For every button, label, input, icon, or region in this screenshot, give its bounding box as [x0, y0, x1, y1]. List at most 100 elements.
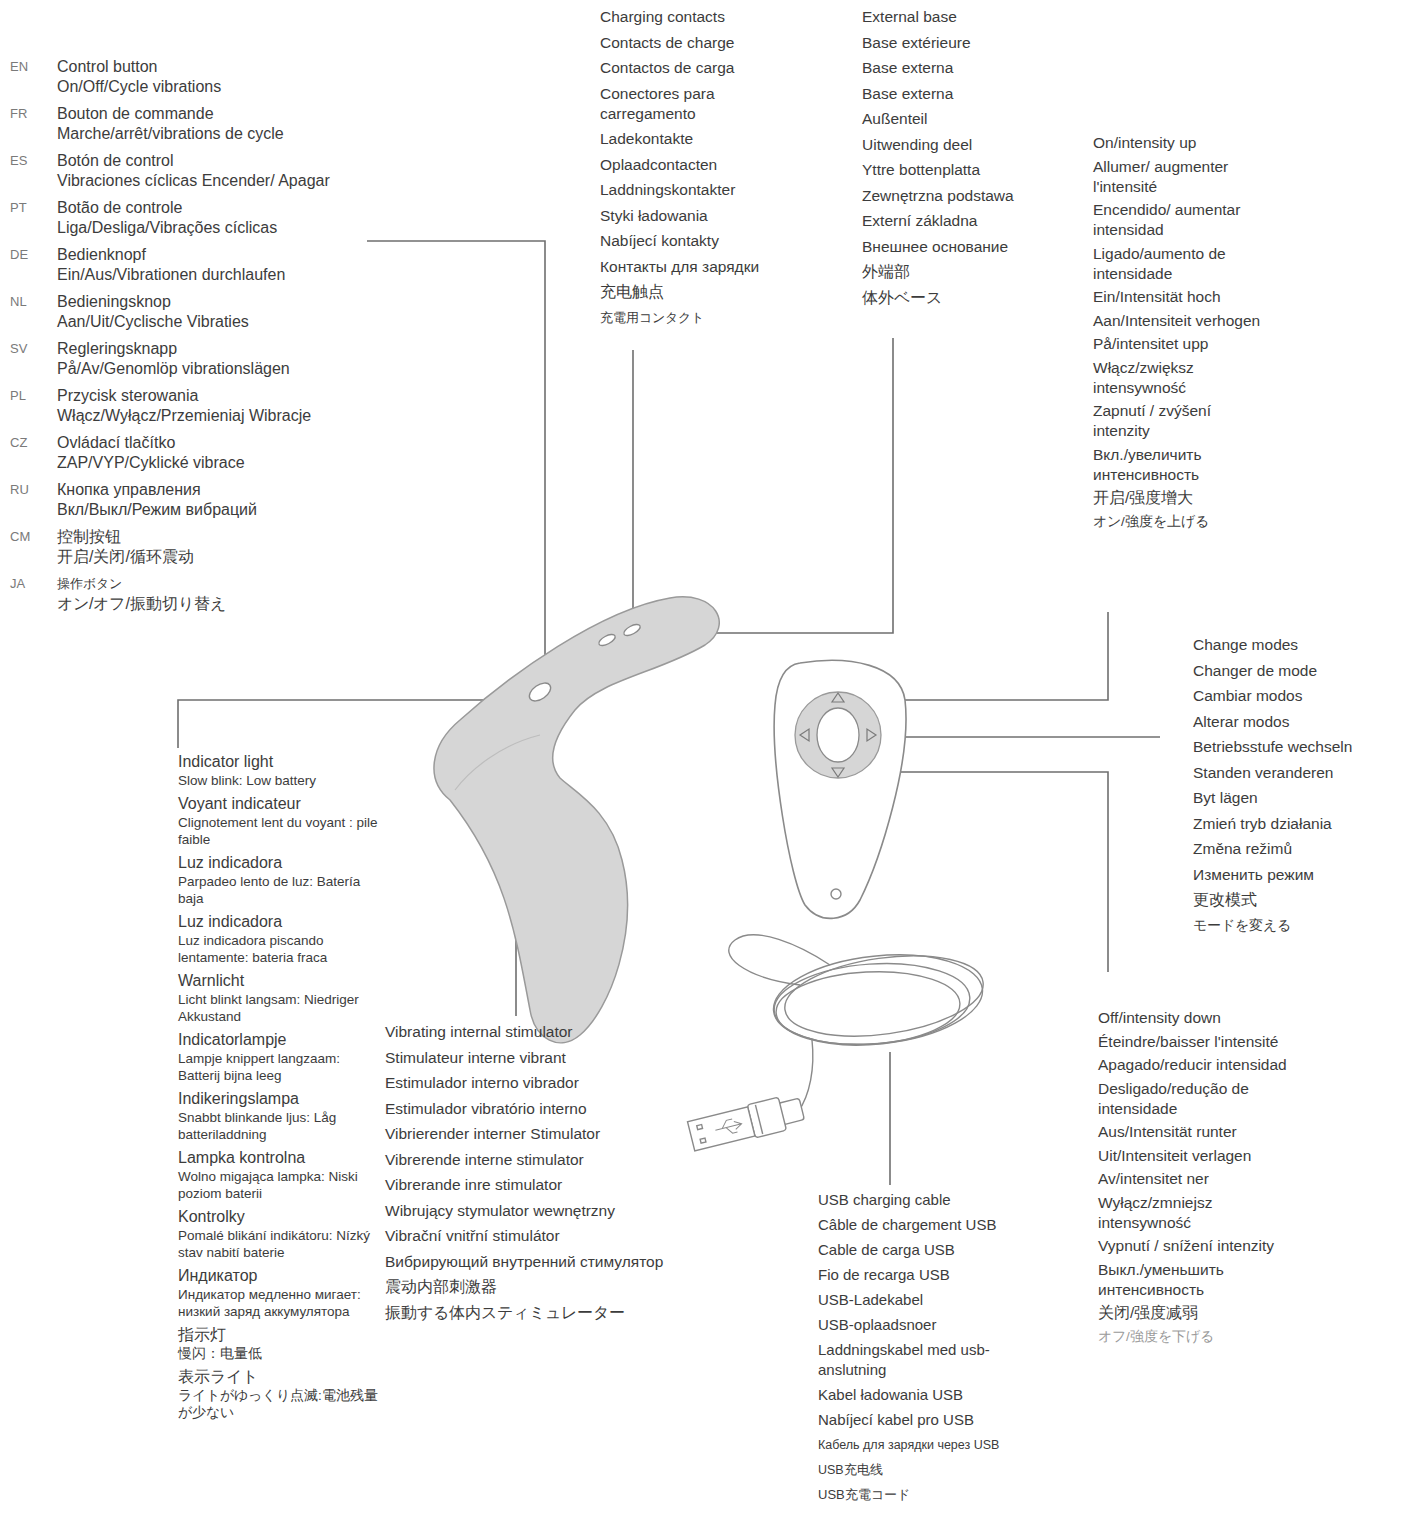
part-label: Vypnutí / snížení intenzity [1098, 1236, 1293, 1256]
label-column: Charging contactsContacts de chargeConta… [600, 7, 800, 333]
language-row: JA操作ボタンオン/オフ/振動切り替え [10, 574, 410, 614]
part-label: Cambiar modos [1193, 686, 1398, 706]
part-label: Standen veranderen [1193, 763, 1398, 783]
plug-metal [688, 1107, 755, 1151]
label-column: Indicator lightSlow blink: Low batteryVo… [178, 752, 378, 1426]
vibrator-device [434, 597, 719, 1043]
part-label: Change modes [1193, 635, 1398, 655]
label-pair: KontrolkyPomalé blikání indikátoru: Nízk… [178, 1207, 378, 1261]
part-label: Wolno migająca lampka: Niski poziom bate… [178, 1168, 378, 1202]
part-label: Zapnutí / zvýšení intenzity [1093, 401, 1261, 441]
part-label: Voyant indicateur [178, 794, 378, 814]
part-label: Ligado/aumento de intensidade [1093, 244, 1261, 284]
part-label: Laddningskontakter [600, 180, 800, 200]
part-label: Changer de mode [1193, 661, 1398, 681]
part-label: 震动内部刺激器 [385, 1277, 685, 1297]
part-label: 指示灯 [178, 1325, 378, 1345]
language-code: FR [10, 104, 57, 144]
label-column: Change modesChanger de modeCambiar modos… [1193, 635, 1398, 941]
language-code: ES [10, 151, 57, 191]
label-pair: IndicatorlampjeLampje knippert langzaam:… [178, 1030, 378, 1084]
part-label: Kontrolky [178, 1207, 378, 1227]
part-label: Contactos de carga [600, 58, 800, 78]
cable-coil [774, 967, 962, 1049]
part-label: Clignotement lent du voyant : pile faibl… [178, 814, 378, 848]
part-label: Botão de controle [57, 198, 410, 218]
language-code: PT [10, 198, 57, 238]
usb-plug [687, 1092, 806, 1153]
usb-symbol [714, 1117, 744, 1137]
part-label: USB-Ladekabel [818, 1290, 1053, 1310]
part-label: USB充電コード [818, 1485, 1053, 1505]
part-label: Vibrierender interner Stimulator [385, 1124, 685, 1144]
part-label: 更改模式 [1193, 890, 1398, 910]
part-label: 表示ライト [178, 1367, 378, 1387]
cable-coil [769, 945, 987, 1054]
charging-contact [597, 632, 617, 648]
language-code: CM [10, 527, 57, 567]
language-row: ESBotón de controlVibraciones cíclicas E… [10, 151, 410, 191]
charging-contact [622, 622, 642, 638]
part-label: Câble de chargement USB [818, 1215, 1053, 1235]
part-label: Licht blinkt langsam: Niedriger Akkustan… [178, 991, 378, 1025]
language-code: EN [10, 57, 57, 97]
part-label: På/intensitet upp [1093, 334, 1261, 354]
language-row: ENControl buttonOn/Off/Cycle vibrations [10, 57, 410, 97]
part-label: Oplaadcontacten [600, 155, 800, 175]
part-label: Luz indicadora [178, 853, 378, 873]
part-label: Nabíjecí kabel pro USB [818, 1410, 1053, 1430]
part-label: USB charging cable [818, 1190, 1053, 1210]
part-label: 慢闪：电量低 [178, 1345, 378, 1362]
part-label: Liga/Desliga/Vibrações cíclicas [57, 218, 410, 238]
part-label: Externí základna [862, 211, 1077, 231]
language-code: PL [10, 386, 57, 426]
label-column: ENControl buttonOn/Off/Cycle vibrationsF… [10, 57, 410, 621]
part-label: Nabíjecí kontakty [600, 231, 800, 251]
part-label: Alterar modos [1193, 712, 1398, 732]
part-label: ZAP/VYP/Cyklické vibrace [57, 453, 410, 473]
part-label: Parpadeo lento de luz: Batería baja [178, 873, 378, 907]
language-row: RUКнопка управленияВкл/Выкл/Режим вибрац… [10, 480, 410, 520]
label-stack: Botão de controleLiga/Desliga/Vibrações … [57, 198, 410, 238]
part-label: Ein/Aus/Vibrationen durchlaufen [57, 265, 410, 285]
label-pair: Voyant indicateurClignotement lent du vo… [178, 794, 378, 848]
label-stack: Bouton de commandeMarche/arrêt/vibration… [57, 104, 410, 144]
label-stack: Botón de controlVibraciones cíclicas Enc… [57, 151, 410, 191]
label-stack: BedieningsknopAan/Uit/Cyclische Vibratie… [57, 292, 410, 332]
part-label: Кнопка управления [57, 480, 410, 500]
part-label: Wibrujący stymulator wewnętrzny [385, 1201, 685, 1221]
part-label: Av/intensitet ner [1098, 1169, 1293, 1189]
part-label: Fio de recarga USB [818, 1265, 1053, 1285]
language-row: PLPrzycisk sterowaniaWłącz/Wyłącz/Przemi… [10, 386, 410, 426]
part-label: Control button [57, 57, 410, 77]
label-column: On/intensity upAllumer/ augmenter l'inte… [1093, 133, 1261, 535]
part-label: External base [862, 7, 1077, 27]
part-label: 关闭/强度减弱 [1098, 1303, 1293, 1323]
language-row: NLBedieningsknopAan/Uit/Cyclische Vibrat… [10, 292, 410, 332]
part-label: Aus/Intensität runter [1098, 1122, 1293, 1142]
remote-hole [831, 889, 841, 899]
part-label: Индикатор [178, 1266, 378, 1286]
part-label: 操作ボタン [57, 574, 410, 594]
part-label: Éteindre/baisser l'intensité [1098, 1032, 1293, 1052]
part-label: Włącz/Wyłącz/Przemieniaj Wibracje [57, 406, 410, 426]
part-label: Вкл./увеличить интенсивность [1093, 445, 1261, 485]
down-arrow [832, 768, 844, 777]
part-label: オン/オフ/振動切り替え [57, 594, 410, 614]
plug-slot [700, 1138, 706, 1143]
part-label: Włącz/zwiększ intensywność [1093, 358, 1261, 398]
part-label: Slow blink: Low battery [178, 772, 378, 789]
label-pair: WarnlichtLicht blinkt langsam: Niedriger… [178, 971, 378, 1025]
label-pair: ИндикаторИндикатор медленно мигает: низк… [178, 1266, 378, 1320]
part-label: Bedienknopf [57, 245, 410, 265]
label-pair: Luz indicadoraLuz indicadora piscando le… [178, 912, 378, 966]
left-arrow [800, 729, 809, 741]
label-pair: Lampka kontrolnaWolno migająca lampka: N… [178, 1148, 378, 1202]
part-label: Base externa [862, 58, 1077, 78]
part-label: Laddningskabel med usb-anslutning [818, 1340, 1053, 1380]
part-label: Yttre bottenplatta [862, 160, 1077, 180]
language-code: DE [10, 245, 57, 285]
part-label: Allumer/ augmenter l'intensité [1093, 157, 1261, 197]
part-label: Вкл/Выкл/Режим вибраций [57, 500, 410, 520]
device-edge [455, 735, 540, 790]
